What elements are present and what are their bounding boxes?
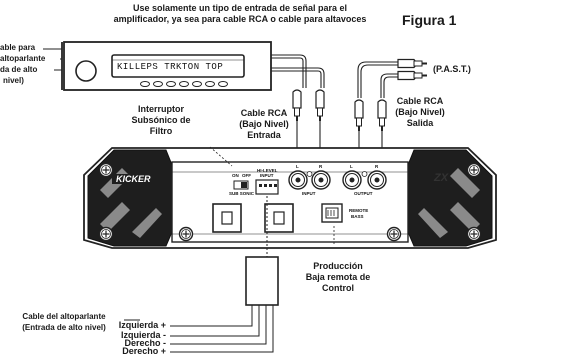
switch-on-label: ON <box>232 173 239 178</box>
amp-brand-logo: KICKER <box>116 174 151 184</box>
speaker-lead-right-minus: Derecho - <box>124 338 166 348</box>
remote-label-1: Producción <box>313 261 363 271</box>
head-unit-display-text: KILLEPS TRKTON TOP <box>117 62 224 72</box>
head-unit-volume-knob <box>75 60 97 82</box>
speaker-caption-1: Cable del altoparlante <box>22 312 106 321</box>
rca-out-label-1: Cable RCA <box>396 96 444 106</box>
rca-out-label-2: (Bajo Nivel) <box>395 107 445 117</box>
head-unit-side-label-4: nivel) <box>3 76 24 85</box>
rca-in-label-1: Cable RCA <box>240 108 288 118</box>
input-r-label: R <box>319 164 323 169</box>
hi-level-label-2: INPUT <box>260 173 274 178</box>
speaker-harness-plug <box>245 256 279 306</box>
header-line-1: Use solamente un tipo de entrada de seña… <box>132 3 348 13</box>
output-r-label: R <box>375 164 379 169</box>
speaker-caption-2: (Entrada de alto nivel) <box>22 323 106 332</box>
figure-title: Figura 1 <box>402 12 457 28</box>
head-unit-display <box>111 54 245 78</box>
head-unit-side-label-1: able para <box>0 43 36 52</box>
subsonic-label-2: Subsónico de <box>131 115 191 125</box>
remote-bass-label-1: REMOTE <box>349 208 369 213</box>
hi-level-label-1: HI-LEVEL <box>257 168 278 173</box>
output-l-label: L <box>350 164 353 169</box>
subsonic-label-3: Filtro <box>149 126 173 136</box>
speaker-lead-left-plus: Izquierda + <box>118 320 166 330</box>
input-l-label: L <box>296 164 299 169</box>
past-label: (P.A.S.T.) <box>433 64 471 74</box>
output-label: OUTPUT <box>354 191 373 196</box>
remote-label-2: Baja remota de <box>305 272 371 282</box>
switch-off-label: OFF <box>242 173 251 178</box>
remote-bass-label-2: BASS <box>351 214 364 219</box>
speaker-lead-right-plus: Derecho + <box>122 346 166 355</box>
rca-out-label-3: Salida <box>406 118 434 128</box>
head-unit-side-label-2: altoparlante <box>0 54 46 63</box>
remote-label-3: Control <box>322 283 354 293</box>
header-line-2: amplificador, ya sea para cable RCA o ca… <box>113 14 367 24</box>
subsonic-label-1: Interruptor <box>138 104 184 114</box>
head-unit-side-label-3: da de alto <box>0 65 38 74</box>
sub-sonic-label: SUB SONIC <box>229 191 255 196</box>
rca-in-label-3: Entrada <box>247 130 281 140</box>
crossover-knob-box <box>264 203 294 233</box>
amp-model-label: ZX <box>434 172 449 184</box>
speaker-lead-left-minus: Izquierda - <box>120 330 166 340</box>
input-label: INPUT <box>302 191 316 196</box>
rca-in-label-2: (Bajo Nivel) <box>239 119 289 129</box>
